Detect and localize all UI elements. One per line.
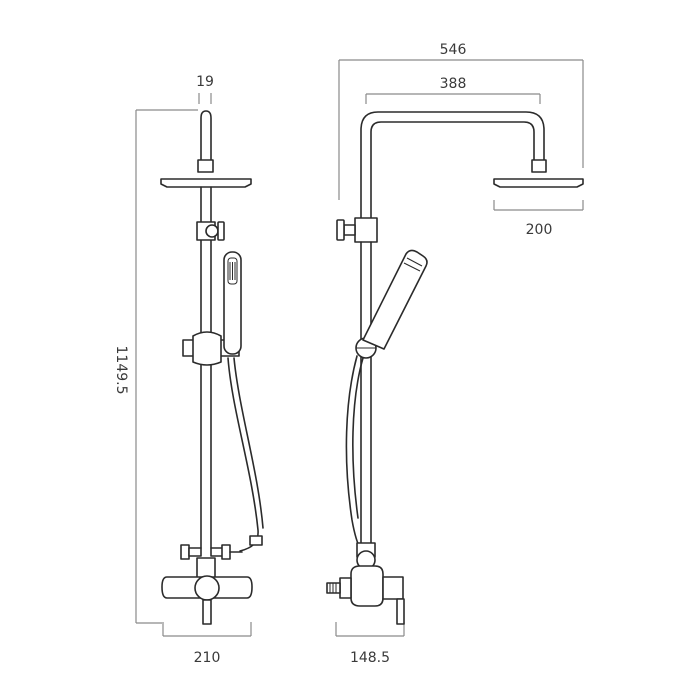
- front-hand-shower: [223, 251, 242, 355]
- side-view: 546 388 200 148.5: [326, 42, 584, 666]
- front-mixer-valve: [161, 557, 253, 625]
- side-diverter-knob: [336, 217, 378, 243]
- front-top-riser: [200, 110, 212, 161]
- side-head-connector: [531, 159, 547, 173]
- dim-front-bottom-width-label: 210: [194, 650, 221, 666]
- front-shower-head: [160, 178, 252, 188]
- front-shower-hose: [227, 357, 259, 552]
- side-lower-fitting: [356, 542, 376, 570]
- dim-front-bottom-width: 210: [162, 622, 252, 666]
- dim-front-top-width-label: 19: [196, 74, 214, 90]
- front-head-connector: [197, 159, 214, 173]
- dim-side-projection-label: 148.5: [350, 650, 390, 666]
- front-view: 19 1149.5 210: [113, 74, 264, 666]
- dim-side-head-diameter: 200: [493, 200, 584, 238]
- side-overhead-arm: [360, 111, 545, 221]
- dim-side-arm-width-label: 388: [440, 76, 467, 92]
- dim-side-projection: 148.5: [335, 622, 405, 666]
- side-shower-head: [493, 178, 584, 188]
- dim-side-overall-width-label: 546: [440, 42, 467, 58]
- dim-side-overall-width: 546: [338, 42, 584, 200]
- dim-front-top-width: 19: [196, 74, 214, 104]
- side-mixer-valve: [326, 565, 405, 625]
- front-hose-outlet: [180, 544, 243, 560]
- dim-front-height-label: 1149.5: [113, 346, 129, 395]
- dim-front-height: 1149.5: [113, 109, 198, 624]
- dim-side-arm-width: 388: [365, 76, 541, 104]
- dim-side-head-diameter-label: 200: [526, 222, 553, 238]
- front-diverter-knob: [196, 221, 225, 241]
- front-hose-nut: [249, 535, 263, 546]
- side-hand-shower: [362, 249, 428, 350]
